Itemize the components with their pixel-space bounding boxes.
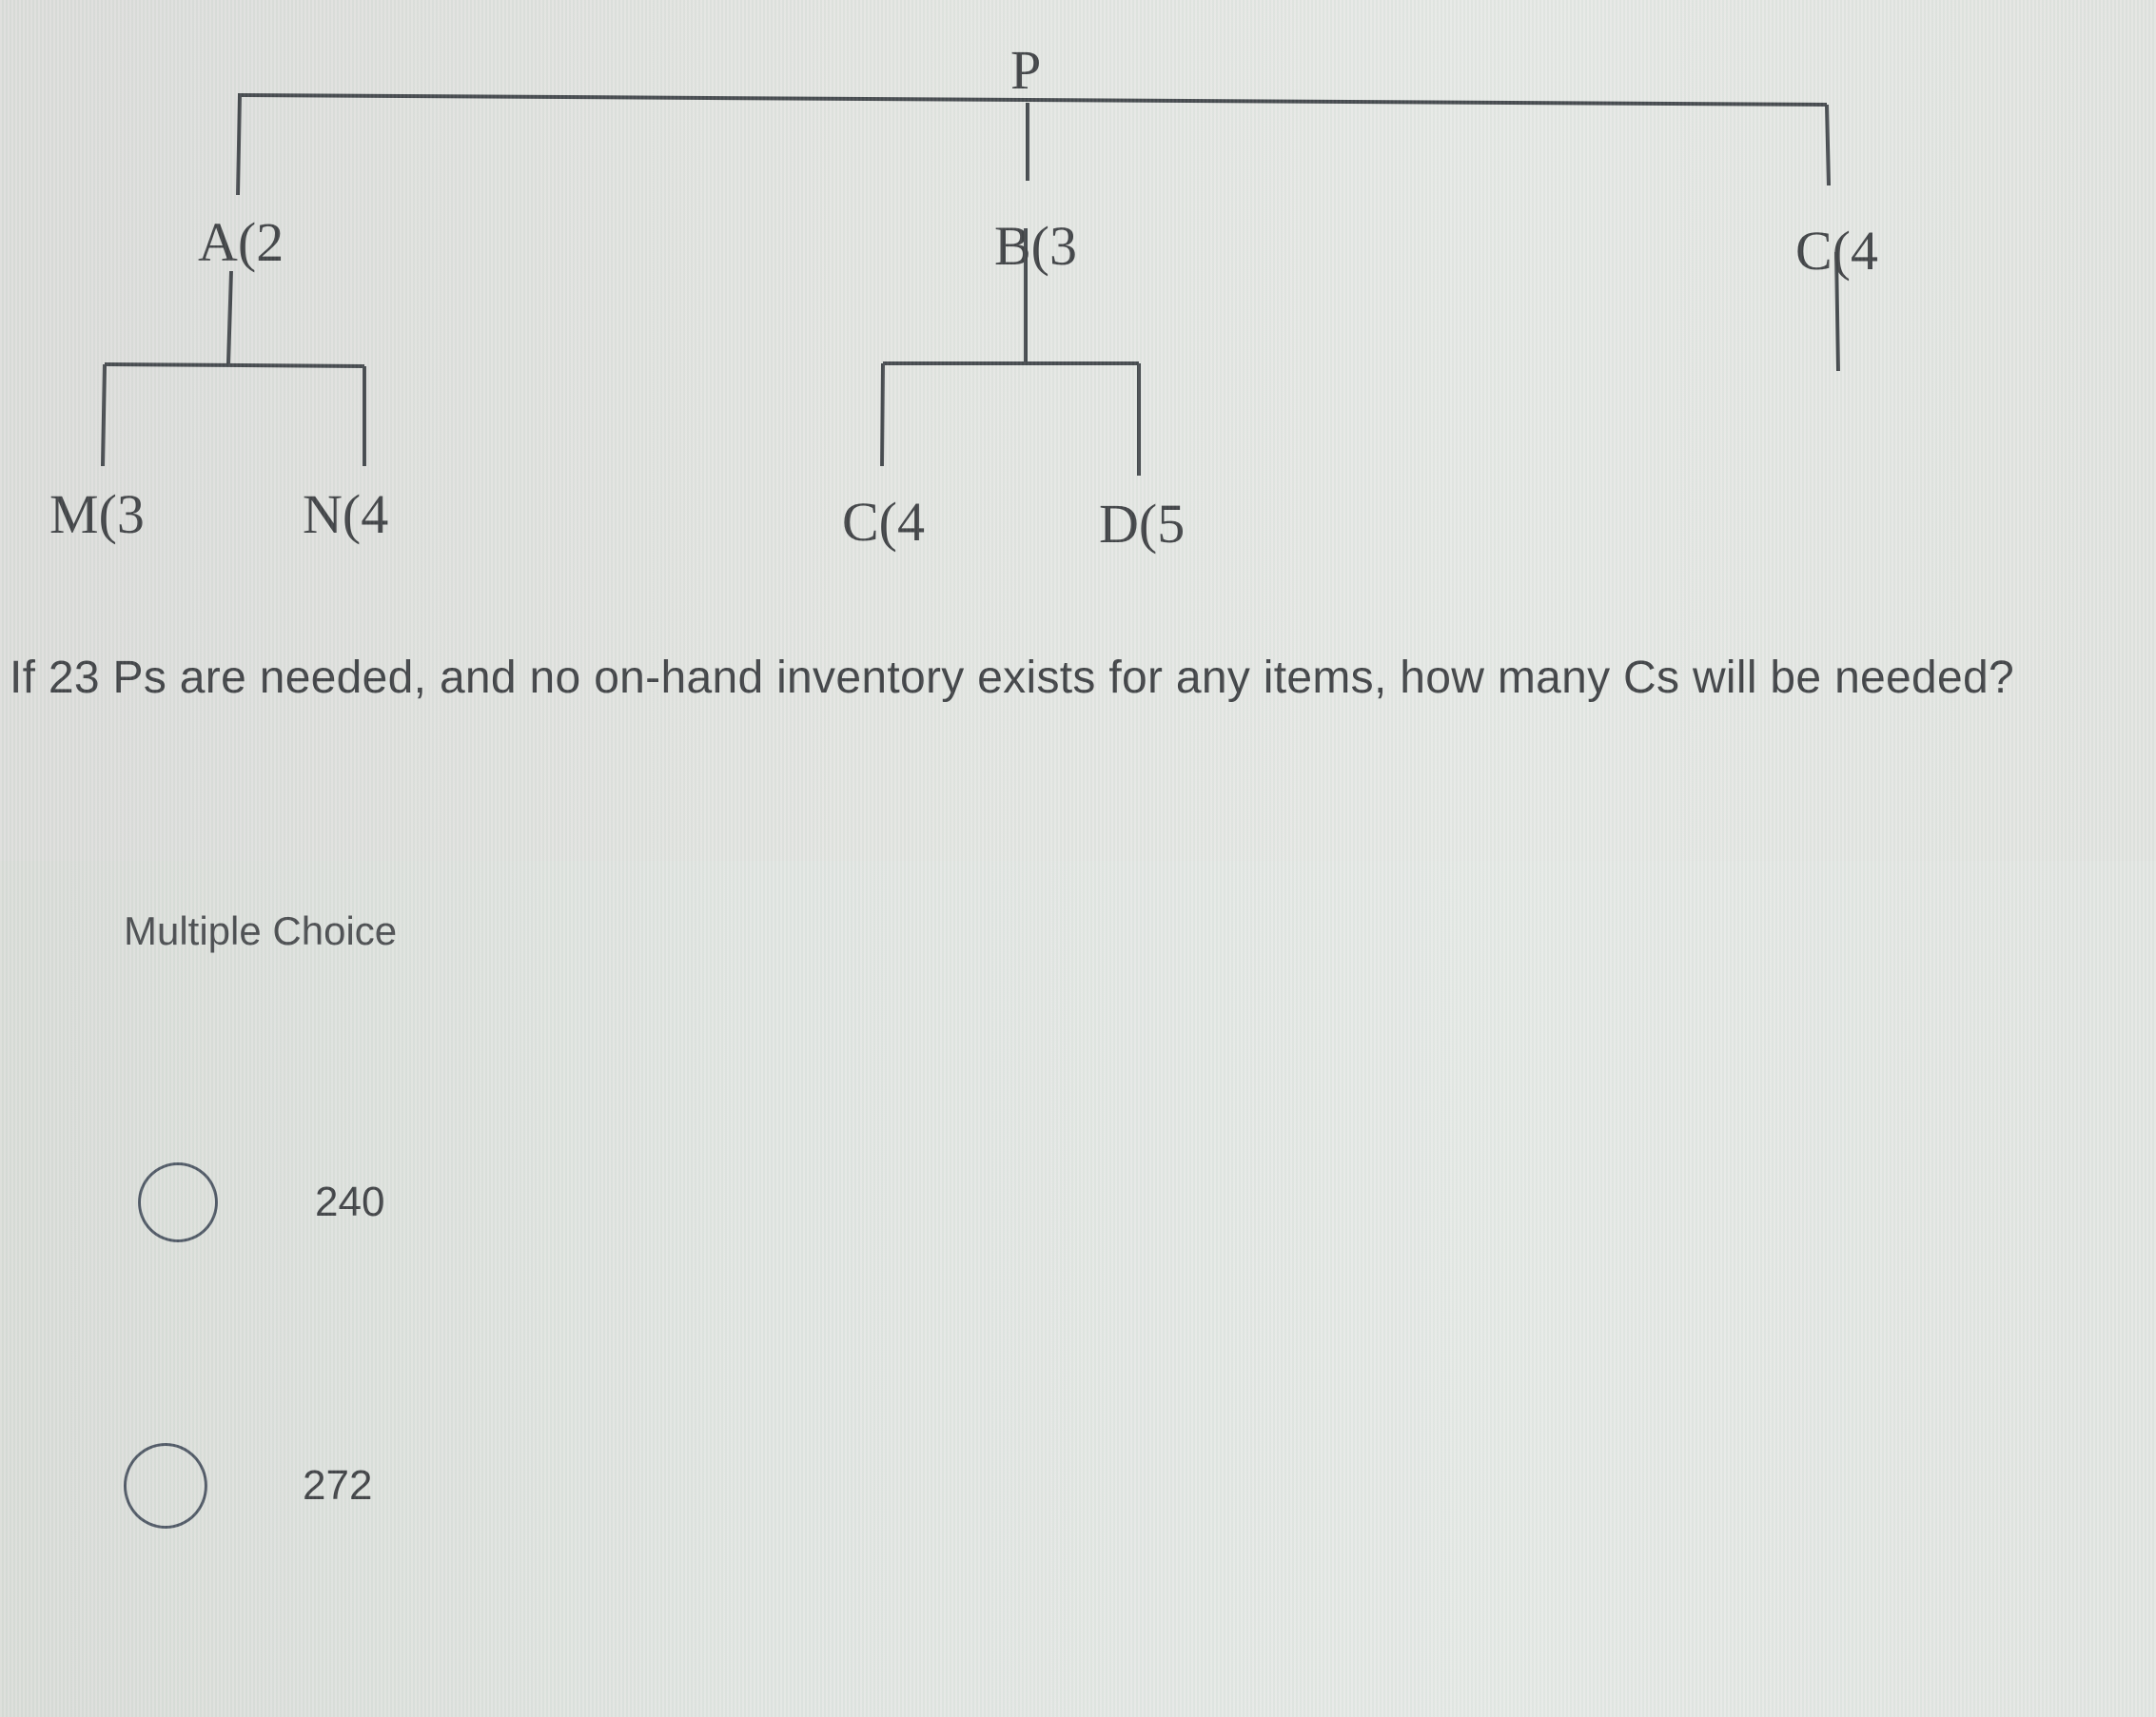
product-structure-tree: P A(2 B(3 C(4 M(3 N(4 C(4 D(5: [0, 0, 2156, 571]
answer-area: [0, 861, 2156, 1717]
radio-button-icon[interactable]: [138, 1162, 218, 1242]
radio-button-icon[interactable]: [124, 1443, 207, 1529]
node-m: M(3: [49, 483, 145, 545]
answer-option-240[interactable]: 240: [138, 1162, 384, 1242]
multiple-choice-label: Multiple Choice: [124, 908, 398, 953]
tree-connector-lines: [101, 93, 1840, 476]
option-text: 240: [315, 1179, 385, 1225]
node-c-under-b: C(4: [842, 491, 925, 553]
answer-option-272[interactable]: 272: [124, 1443, 372, 1529]
node-b: B(3: [994, 215, 1077, 277]
node-p: P: [1010, 39, 1042, 101]
question-text: If 23 Ps are needed, and no on-hand inve…: [10, 653, 2015, 703]
node-a: A(2: [198, 211, 284, 273]
question-area: [0, 0, 2156, 861]
node-n: N(4: [303, 483, 389, 545]
option-text: 272: [303, 1462, 373, 1509]
node-c-top: C(4: [1795, 220, 1878, 282]
node-d: D(5: [1099, 493, 1186, 555]
